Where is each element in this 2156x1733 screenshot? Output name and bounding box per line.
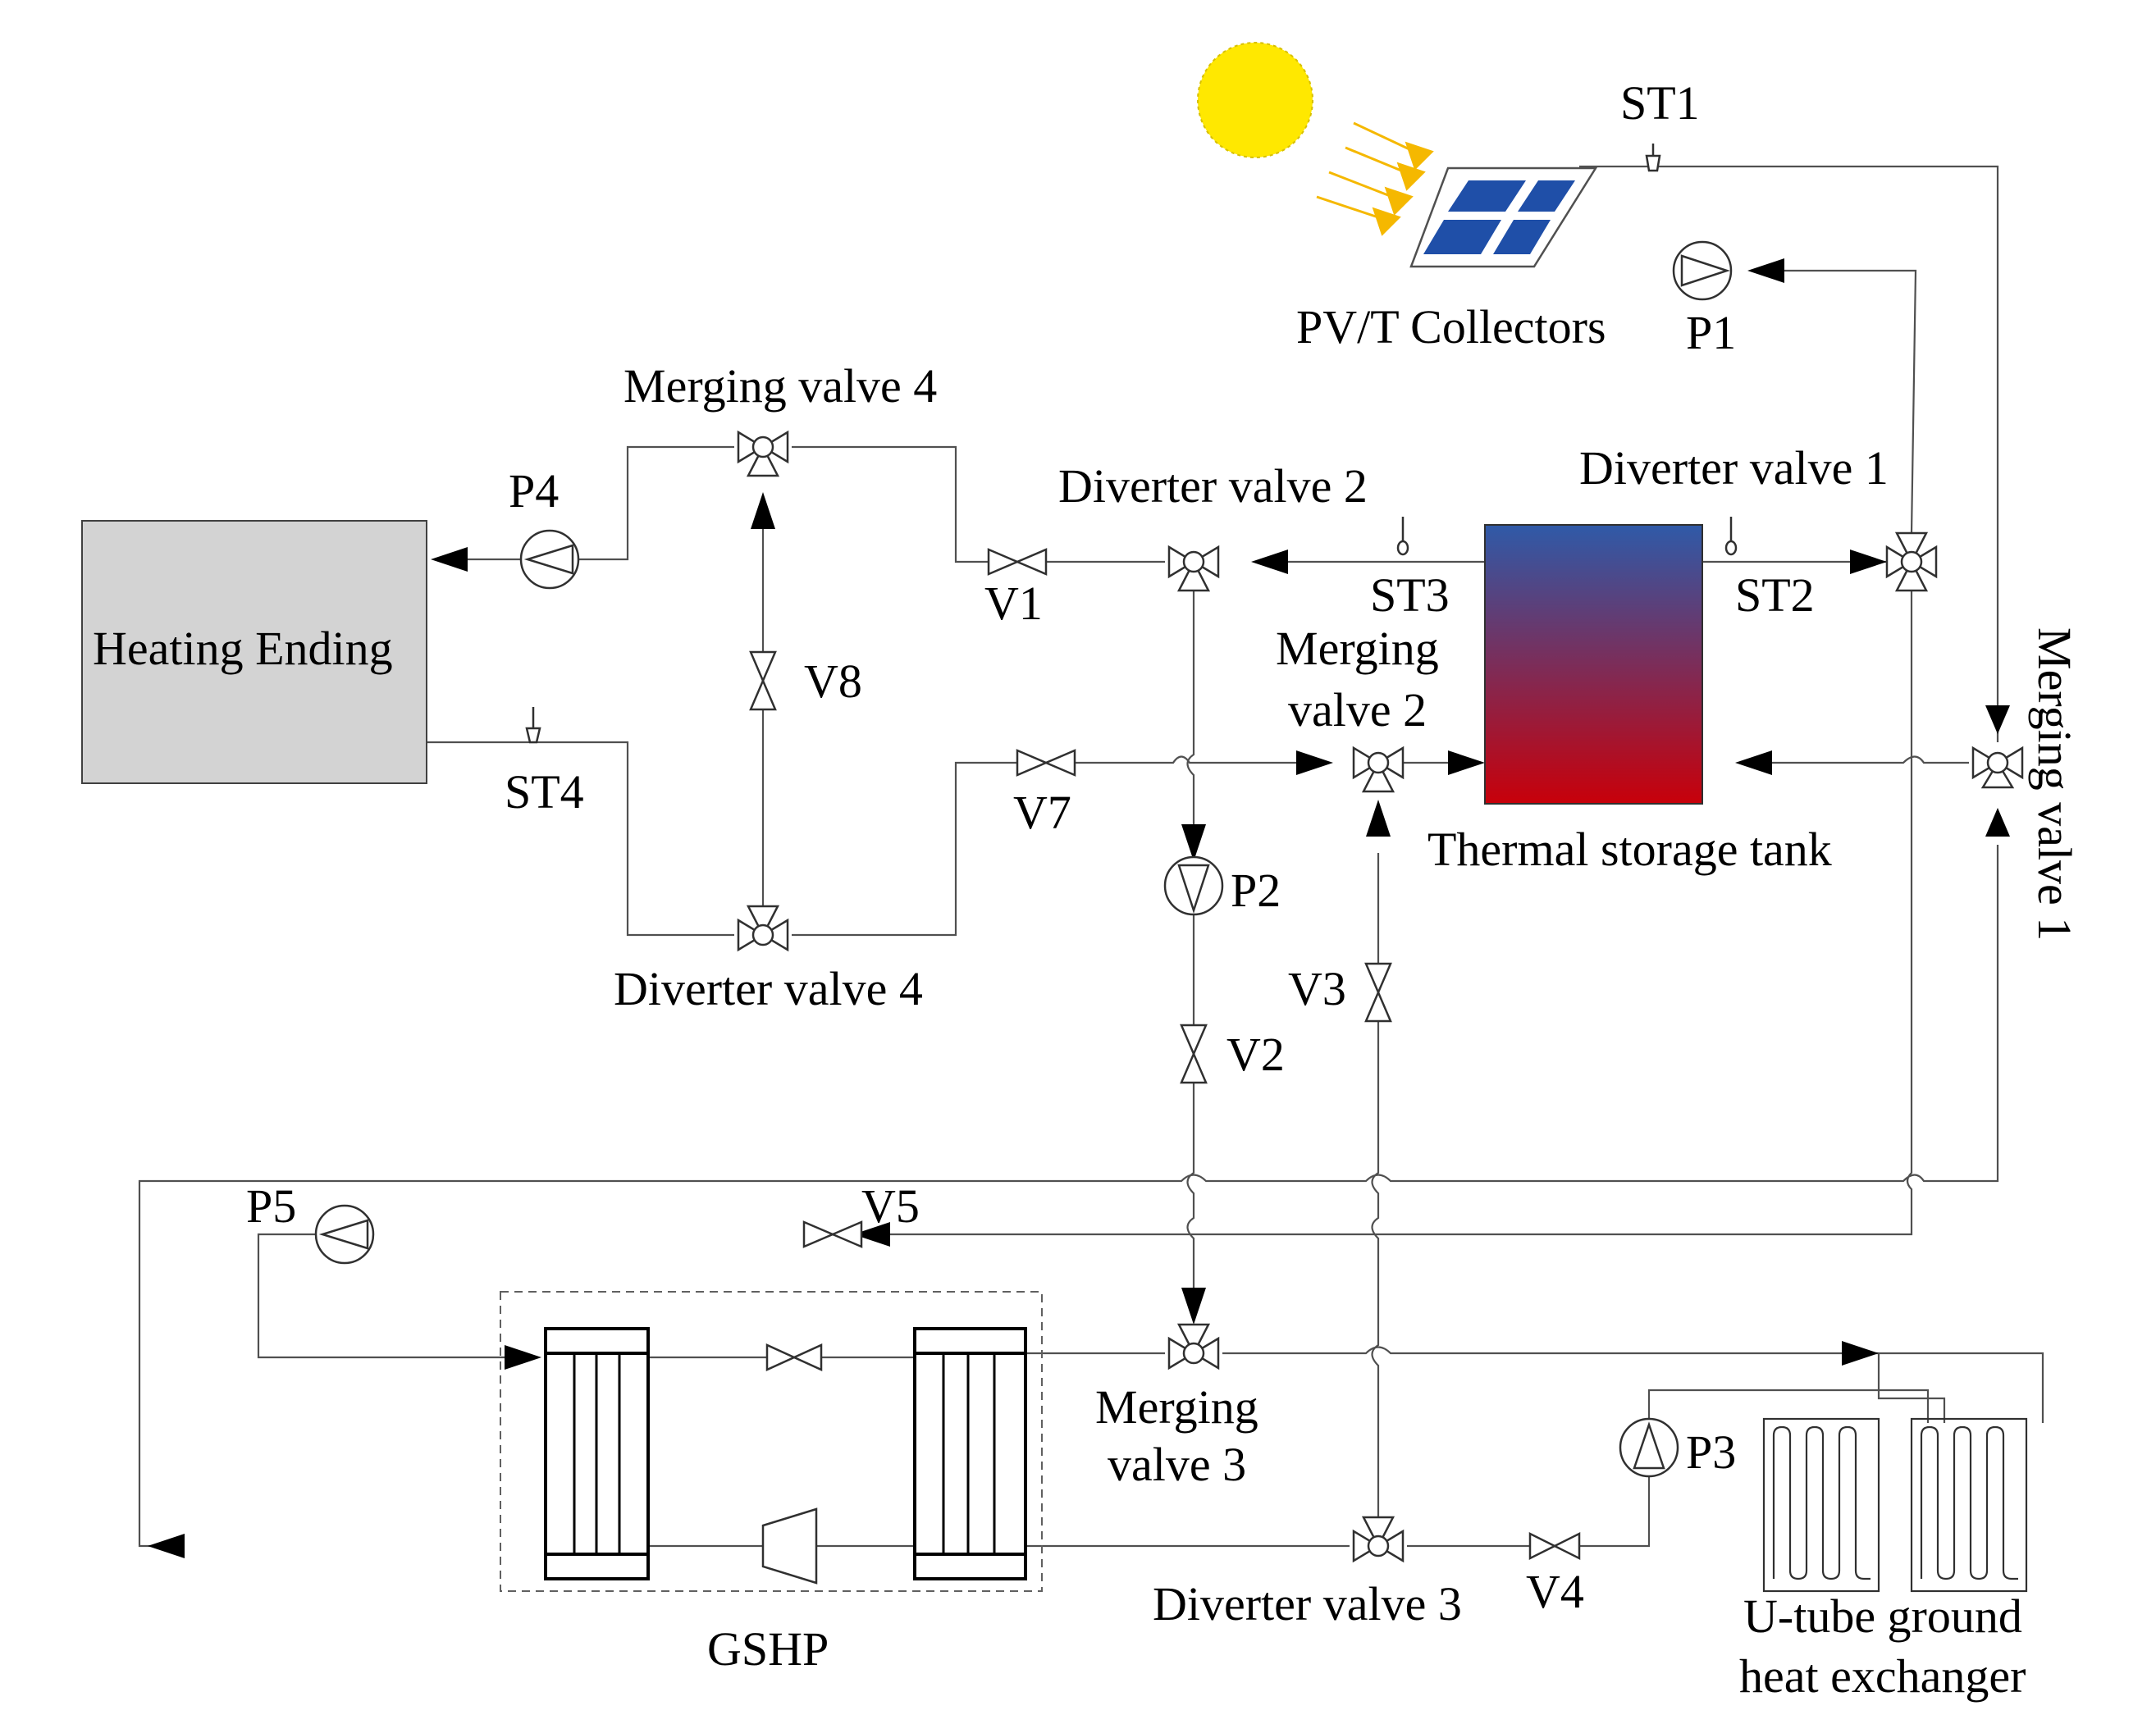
label-gshp: GSHP [707, 1622, 829, 1676]
label-merging-valve-2-line1: Merging [1276, 622, 1439, 675]
label-p3: P3 [1686, 1425, 1736, 1479]
label-p2: P2 [1231, 864, 1281, 917]
label-v8: V8 [804, 654, 862, 708]
heating-ending-box [81, 520, 427, 784]
pump-p5-icon [314, 1204, 375, 1265]
sun-icon [1197, 42, 1313, 158]
label-p5: P5 [246, 1179, 296, 1233]
sensor-st1-icon [1645, 144, 1661, 172]
pump-p4-icon [519, 529, 580, 590]
gshp-compressor-icon [761, 1507, 818, 1585]
label-p4: P4 [509, 464, 559, 518]
sensor-st3-icon [1396, 517, 1409, 556]
gshp-evaporator [544, 1327, 650, 1580]
valve-v4-icon [1528, 1531, 1581, 1561]
label-st3: ST3 [1370, 568, 1450, 622]
label-merging-valve-4: Merging valve 4 [624, 359, 937, 413]
diverter-valve-1-icon [1885, 531, 1938, 592]
valve-v3-icon [1364, 962, 1392, 1023]
ground-heat-exchanger-2 [1910, 1417, 2028, 1593]
label-v3: V3 [1288, 962, 1346, 1015]
label-diverter-valve-4: Diverter valve 4 [614, 962, 923, 1015]
label-v1: V1 [984, 577, 1043, 630]
pump-p1-icon [1672, 240, 1733, 301]
ground-heat-exchanger-1 [1762, 1417, 1880, 1593]
sensor-st2-icon [1724, 517, 1738, 556]
pump-p3-icon [1619, 1417, 1679, 1478]
label-v2: V2 [1226, 1028, 1285, 1081]
valve-v7-icon [1016, 749, 1076, 777]
label-merging-valve-3-line1: Merging [1095, 1380, 1258, 1434]
merging-valve-1-icon [1971, 746, 2024, 789]
sun-rays-icon [1316, 121, 1434, 236]
merging-valve-2-icon [1352, 746, 1405, 793]
gshp-condenser [913, 1327, 1027, 1580]
thermal-storage-tank [1484, 524, 1703, 805]
label-st2: ST2 [1735, 568, 1815, 622]
valve-v8-icon [749, 650, 777, 711]
label-pvt: PV/T Collectors [1296, 300, 1606, 353]
pipes [138, 165, 2044, 1548]
valve-v1-icon [987, 548, 1048, 576]
label-merging-valve-1: Merging valve 1 [2028, 627, 2081, 941]
label-ground-hx-line1: U-tube ground [1743, 1589, 2022, 1643]
diverter-valve-2-icon [1167, 545, 1220, 592]
valve-v2-icon [1180, 1024, 1208, 1084]
label-diverter-valve-3: Diverter valve 3 [1153, 1577, 1462, 1630]
pvt-collector-icon [1409, 166, 1598, 268]
label-v7: V7 [1013, 786, 1071, 839]
label-merging-valve-2-line2: valve 2 [1288, 683, 1427, 737]
gshp-boundary [500, 1291, 1043, 1592]
label-st1: ST1 [1620, 76, 1700, 130]
pump-p2-icon [1163, 855, 1224, 916]
label-v4: V4 [1526, 1565, 1584, 1618]
label-p1: P1 [1686, 306, 1736, 359]
label-merging-valve-3-line2: valve 3 [1108, 1438, 1246, 1491]
label-ground-hx-line2: heat exchanger [1739, 1649, 2026, 1703]
gshp-expansion-valve-icon [765, 1343, 823, 1371]
label-st4: ST4 [505, 765, 584, 819]
label-diverter-valve-2: Diverter valve 2 [1058, 459, 1368, 513]
label-diverter-valve-1: Diverter valve 1 [1579, 441, 1889, 495]
diverter-valve-4-icon [737, 905, 789, 952]
flow-arrows [148, 258, 2010, 1558]
labels: ST1 PV/T Collectors P1 Merging valve 4 P… [93, 76, 2081, 1703]
merging-valve-3-icon [1167, 1323, 1220, 1370]
label-thermal-storage-tank: Thermal storage tank [1427, 823, 1832, 876]
valve-v5-icon [802, 1220, 863, 1248]
diverter-valve-3-icon [1352, 1516, 1405, 1563]
label-heating-ending: Heating Ending [93, 622, 393, 675]
merging-valve-4-icon [737, 430, 789, 477]
label-v5: V5 [861, 1179, 920, 1233]
sensor-st4-icon [525, 707, 541, 744]
